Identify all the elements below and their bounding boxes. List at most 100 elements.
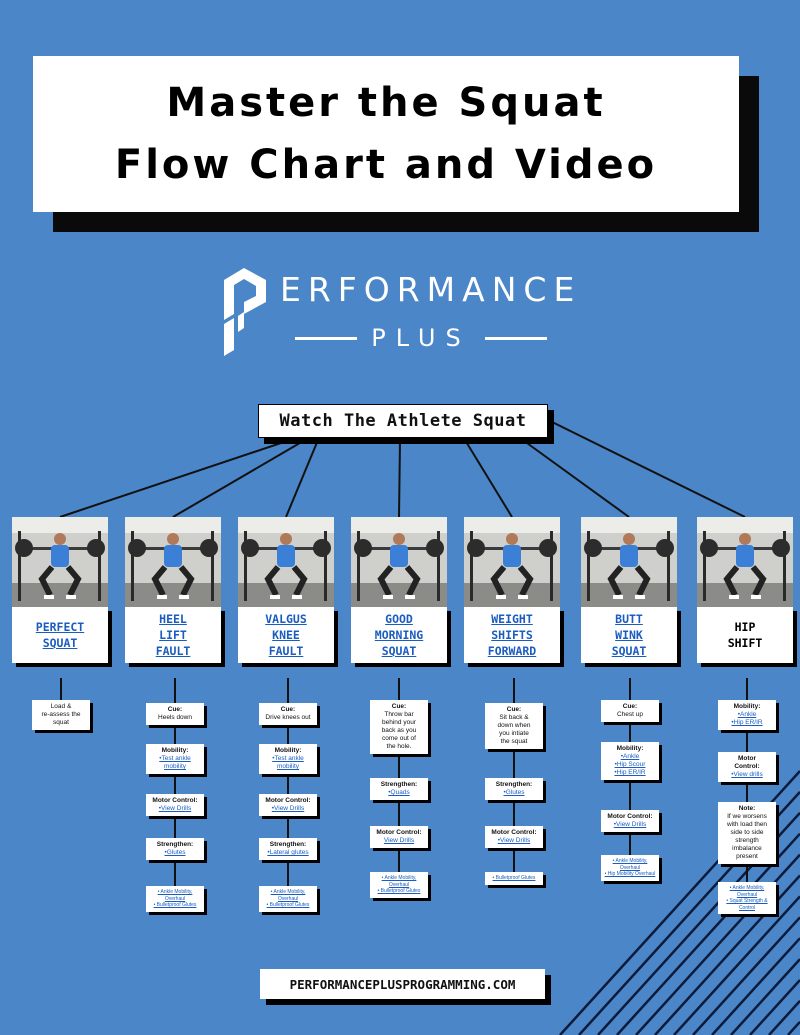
advice-link[interactable]: Overhaul bbox=[619, 864, 641, 871]
advice-link[interactable]: •Hip Scour bbox=[614, 761, 646, 768]
root-connector-line bbox=[172, 439, 306, 518]
squat-photo bbox=[351, 517, 447, 607]
logo-plus-row: PLUS bbox=[276, 324, 566, 352]
root-connector-line bbox=[398, 439, 401, 518]
advice-link[interactable]: • Bulletproof Glutes bbox=[492, 875, 536, 881]
advice-card: Mobility:•Ankle•Hip Scour•Hip ER/IR bbox=[601, 742, 659, 780]
logo-rule-right bbox=[484, 336, 547, 340]
root-connector-line bbox=[519, 437, 630, 518]
stripe-line bbox=[711, 937, 800, 1035]
advice-link[interactable]: •Quads bbox=[388, 789, 410, 796]
advice-card: • Bulletproof Glutes bbox=[485, 872, 543, 885]
advice-link[interactable]: • Hip Mobility Overhaul bbox=[604, 871, 656, 877]
advice-text: down when bbox=[497, 722, 531, 729]
advice-link[interactable]: Overhaul bbox=[736, 891, 758, 898]
athlete-silhouette-icon bbox=[15, 531, 105, 601]
advice-text: back as you bbox=[381, 727, 417, 734]
advice-card: • Ankle Mobility,Overhaul• Squat Strengt… bbox=[718, 882, 776, 914]
advice-link[interactable]: • Ankle Mobility, bbox=[381, 875, 417, 881]
root-connector-line bbox=[59, 439, 291, 518]
advice-card: Strengthen:•Glutes bbox=[146, 838, 204, 860]
advice-link[interactable]: • Squat Strength & bbox=[726, 898, 768, 904]
advice-link[interactable]: •Hip ER/IR bbox=[731, 719, 763, 726]
fault-label-line: SQUAT bbox=[381, 644, 417, 658]
advice-text: Heels down bbox=[158, 714, 192, 721]
advice-link[interactable]: • Ankle Mobility, bbox=[270, 889, 306, 895]
advice-heading: Mobility: bbox=[733, 703, 761, 710]
fault-label-line: SHIFTS bbox=[491, 628, 533, 642]
advice-link[interactable]: •Ankle bbox=[737, 711, 757, 718]
advice-heading: Control: bbox=[734, 763, 760, 770]
advice-card: Strengthen:•Quads bbox=[370, 778, 428, 800]
advice-card: Cue:Heels down bbox=[146, 703, 204, 725]
advice-heading: Cue: bbox=[167, 706, 183, 713]
advice-link[interactable]: •Glutes bbox=[164, 849, 186, 856]
advice-link[interactable]: mobility bbox=[163, 763, 187, 770]
advice-link[interactable]: •View Drills bbox=[271, 805, 305, 812]
advice-link[interactable]: •Test ankle bbox=[159, 755, 191, 762]
advice-heading: Motor Control: bbox=[607, 813, 653, 820]
advice-link[interactable]: • Bulletproof Glutes bbox=[153, 902, 197, 908]
logo-plus: PLUS bbox=[371, 324, 471, 352]
fault-label-line: FAULT bbox=[268, 644, 304, 658]
advice-link[interactable]: •Test ankle bbox=[272, 755, 304, 762]
advice-text: re-assess the bbox=[41, 711, 81, 718]
advice-link[interactable]: • Ankle Mobility, bbox=[729, 885, 765, 891]
footer-website-link[interactable]: PERFORMANCEPLUSPROGRAMMING.COM bbox=[260, 969, 545, 999]
advice-link[interactable]: •Hip ER/IR bbox=[614, 769, 646, 776]
advice-link[interactable]: Overhaul bbox=[388, 881, 410, 888]
advice-card: Strengthen:•Glutes bbox=[485, 778, 543, 800]
advice-link[interactable]: Overhaul bbox=[277, 895, 299, 902]
advice-heading: Cue: bbox=[280, 706, 296, 713]
advice-link[interactable]: View Drills bbox=[383, 837, 415, 844]
advice-card: Cue:Drive knees out bbox=[259, 703, 317, 725]
fault-label-line: KNEE bbox=[272, 628, 300, 642]
advice-heading: Motor Control: bbox=[152, 797, 198, 804]
advice-link[interactable]: mobility bbox=[276, 763, 300, 770]
fault-label-line: PERFECT bbox=[35, 620, 85, 634]
advice-link[interactable]: •Lateral glutes bbox=[267, 849, 309, 856]
performance-plus-logo: ERFORMANCE PLUS bbox=[220, 266, 574, 360]
advice-link[interactable]: •View Drills bbox=[158, 805, 192, 812]
fault-label-line: SQUAT bbox=[42, 636, 78, 650]
advice-text: Throw bar bbox=[384, 711, 414, 718]
athlete-silhouette-icon bbox=[584, 531, 674, 601]
advice-text: come out of bbox=[382, 735, 416, 742]
advice-text: Chest up bbox=[616, 711, 644, 718]
fault-label-line: WINK bbox=[615, 628, 643, 642]
advice-link[interactable]: •View drills bbox=[731, 771, 763, 778]
advice-link[interactable]: •Ankle bbox=[620, 753, 640, 760]
advice-text: If we worsens bbox=[727, 813, 767, 820]
advice-link[interactable]: •View Drills bbox=[613, 821, 647, 828]
advice-link[interactable]: • Ankle Mobility, bbox=[612, 858, 648, 864]
advice-link[interactable]: • Bulletproof Glutes bbox=[377, 888, 421, 894]
advice-heading: Mobility: bbox=[274, 747, 302, 754]
athlete-silhouette-icon bbox=[354, 531, 444, 601]
logo-wordmark: ERFORMANCE bbox=[280, 270, 582, 309]
advice-card: • Ankle Mobility,Overhaul• Hip Mobility … bbox=[601, 855, 659, 881]
advice-link[interactable]: Overhaul bbox=[164, 895, 186, 902]
p-logo-mark-icon bbox=[224, 268, 266, 356]
advice-link[interactable]: • Ankle Mobility, bbox=[157, 889, 193, 895]
fault-label[interactable]: PERFECT SQUAT bbox=[12, 607, 108, 663]
advice-link[interactable]: • Bulletproof Glutes bbox=[266, 902, 310, 908]
advice-link[interactable]: Control bbox=[738, 904, 756, 911]
advice-link[interactable]: •View Drills bbox=[497, 837, 531, 844]
advice-card: Motor Control:•View Drills bbox=[259, 794, 317, 816]
advice-link[interactable]: •Glutes bbox=[503, 789, 525, 796]
advice-heading: Motor Control: bbox=[265, 797, 311, 804]
